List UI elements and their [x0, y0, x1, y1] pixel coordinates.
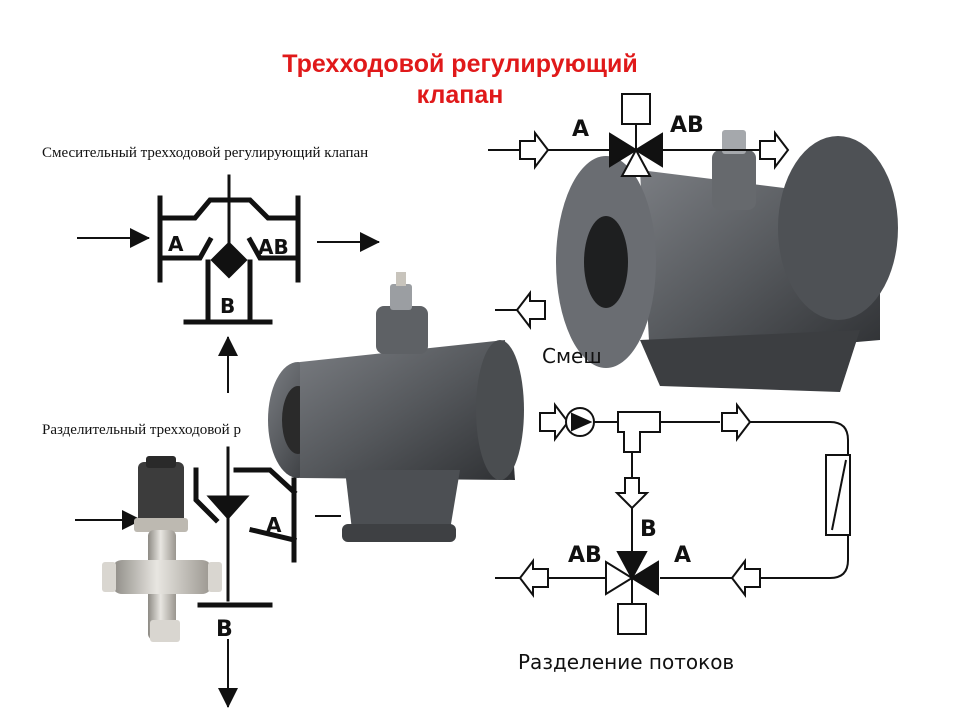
mixing-valve-bottom-wedge [620, 147, 652, 177]
mixing-valve-caption: Смесительный трехходовой регулирующий кл… [42, 145, 369, 161]
diverting-top-body [233, 467, 298, 496]
diverting-port-b-label: B [216, 617, 233, 642]
flow-a-return-arrow [730, 558, 761, 598]
mixing-flow-schematic [488, 93, 790, 330]
heat-exchanger-diagonal [831, 459, 847, 531]
diverting-actuator-box [617, 603, 647, 635]
mixing-valve-left-wedge [609, 132, 638, 168]
right-mixing-port-a-label: A [572, 117, 589, 142]
diverting-left-body [193, 467, 220, 524]
right-mixing-port-ab-label: AB [670, 113, 704, 138]
mixing-port-a-label: A [168, 232, 184, 256]
flanged-valve-photo [556, 130, 898, 392]
diverting-flow-caption: Разделение потоков [518, 650, 735, 674]
pump-icon [571, 412, 593, 432]
flow-a-arrow [519, 130, 550, 170]
supply-arrow [539, 402, 570, 442]
right-diverting-port-b-label: B [640, 517, 657, 542]
diverting-flow-schematic [495, 402, 851, 635]
diverting-port-a-label: A [266, 513, 282, 537]
tee-fitting [617, 411, 661, 453]
mixing-bottom-port [205, 259, 253, 325]
mixing-valve-schematic [77, 174, 380, 393]
right-diverting-port-a-label: A [674, 543, 691, 568]
diverting-valve-top-wedge [616, 551, 648, 581]
diverting-plug [206, 495, 250, 520]
center-valve-photo [268, 272, 524, 542]
diverting-valve-caption: Разделительный трехходовой р [42, 422, 241, 438]
flow-down-arrow [614, 477, 650, 510]
return-arrow-mixing [515, 290, 546, 330]
mixing-flow-caption: Смеш [542, 344, 602, 368]
diverting-right-lower [248, 526, 298, 544]
mixing-port-ab-label: AB [258, 235, 289, 259]
flow-ab-out-arrow [518, 558, 549, 598]
mixing-port-b-label: B [220, 294, 235, 318]
page-title-line-2: клапан [416, 81, 504, 109]
mixing-right-lower [246, 236, 301, 261]
diverting-valve-schematic [75, 446, 341, 708]
diverting-valve-right-wedge [630, 560, 659, 596]
flow-ab-arrow [759, 130, 790, 170]
page-title-line-1: Трехходовой регулирующий [282, 50, 638, 78]
brass-valve-photo [102, 456, 222, 642]
mixing-left-lower [157, 236, 214, 261]
right-diverting-port-ab-label: AB [568, 543, 602, 568]
mixing-actuator-box [621, 93, 651, 125]
flow-right-arrow [721, 402, 752, 442]
mixing-plug [210, 241, 248, 279]
